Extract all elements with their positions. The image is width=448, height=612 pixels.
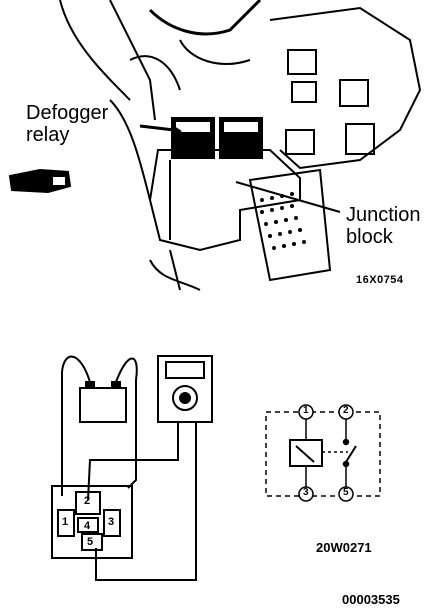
schematic-pin-5-label: 5 — [343, 487, 349, 498]
junction-leader-line — [235, 181, 341, 213]
relay-pin-2: 2 — [84, 495, 91, 507]
defogger-relay-label: Defogger relay — [26, 102, 109, 146]
relay-pin-5: 5 — [87, 536, 94, 548]
junction-block-label: Junction block — [346, 204, 421, 248]
dashboard-area — [8, 0, 422, 291]
footer-code: 00003535 — [342, 592, 400, 607]
voltmeter — [157, 355, 213, 423]
top-figure-code: 16X0754 — [356, 274, 404, 286]
relay-pin-3: 3 — [108, 516, 115, 528]
relay-schematic — [265, 404, 381, 502]
relay-pin-4: 4 — [84, 520, 91, 532]
battery — [79, 387, 127, 423]
relay-pin-1: 1 — [62, 516, 69, 528]
test-figure-code: 20W0271 — [316, 540, 372, 555]
schematic-pin-2-label: 2 — [343, 405, 349, 416]
schematic-pin-3-label: 3 — [303, 487, 309, 498]
relay-coil — [289, 439, 323, 467]
schematic-pin-1-label: 1 — [303, 405, 309, 416]
grill-holes — [260, 192, 306, 250]
relay-under-test — [51, 485, 133, 559]
test-circuit — [51, 355, 213, 581]
defogger-leader-line — [139, 124, 175, 132]
